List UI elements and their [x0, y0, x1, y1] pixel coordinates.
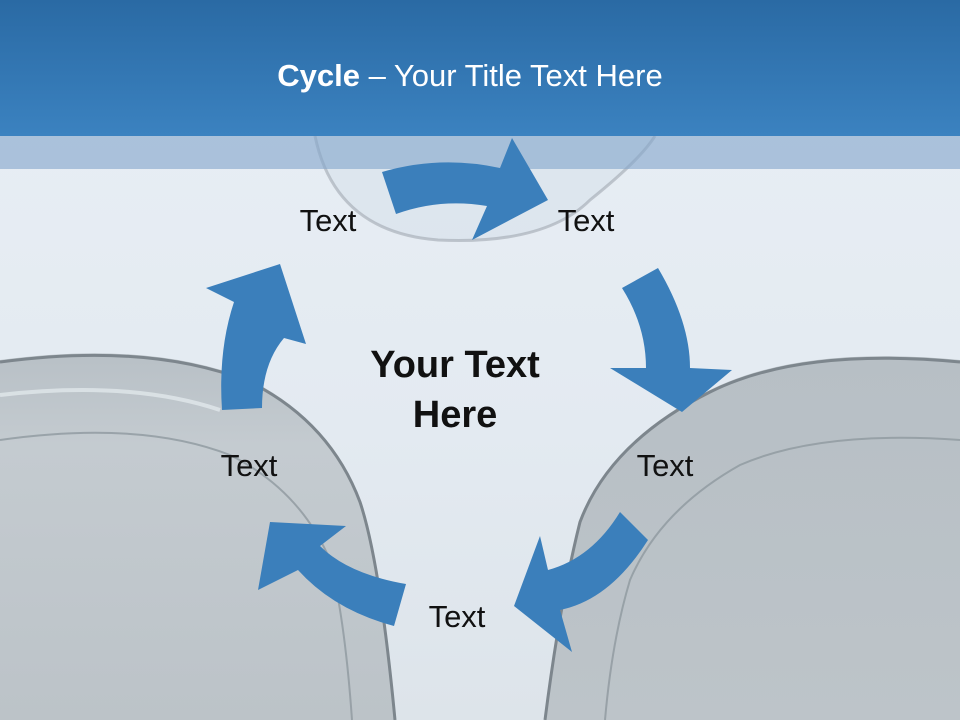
node-label-5[interactable]: Text — [220, 448, 278, 483]
cycle-arrow-5[interactable] — [206, 264, 306, 410]
cycle-arrow-1[interactable] — [382, 138, 548, 240]
cycle-arrow-2[interactable] — [610, 268, 732, 412]
cycle-arrow-3[interactable] — [514, 512, 648, 652]
title-rest: – Your Title Text Here — [360, 58, 663, 93]
cycle-arrow-4[interactable] — [258, 522, 406, 626]
node-label-2[interactable]: Text — [557, 203, 615, 238]
center-text-line-2: Here — [412, 394, 498, 436]
header-bar — [0, 0, 960, 136]
title-bold: Cycle — [277, 58, 360, 93]
slide-title[interactable]: Cycle – Your Title Text Here — [0, 56, 940, 96]
node-label-4[interactable]: Text — [428, 599, 486, 634]
node-label-3[interactable]: Text — [636, 448, 694, 483]
node-label-1[interactable]: Text — [299, 203, 357, 238]
center-text[interactable]: Your Text Here — [330, 340, 580, 440]
header-band — [0, 136, 960, 169]
center-text-line-1: Your Text — [370, 344, 540, 386]
